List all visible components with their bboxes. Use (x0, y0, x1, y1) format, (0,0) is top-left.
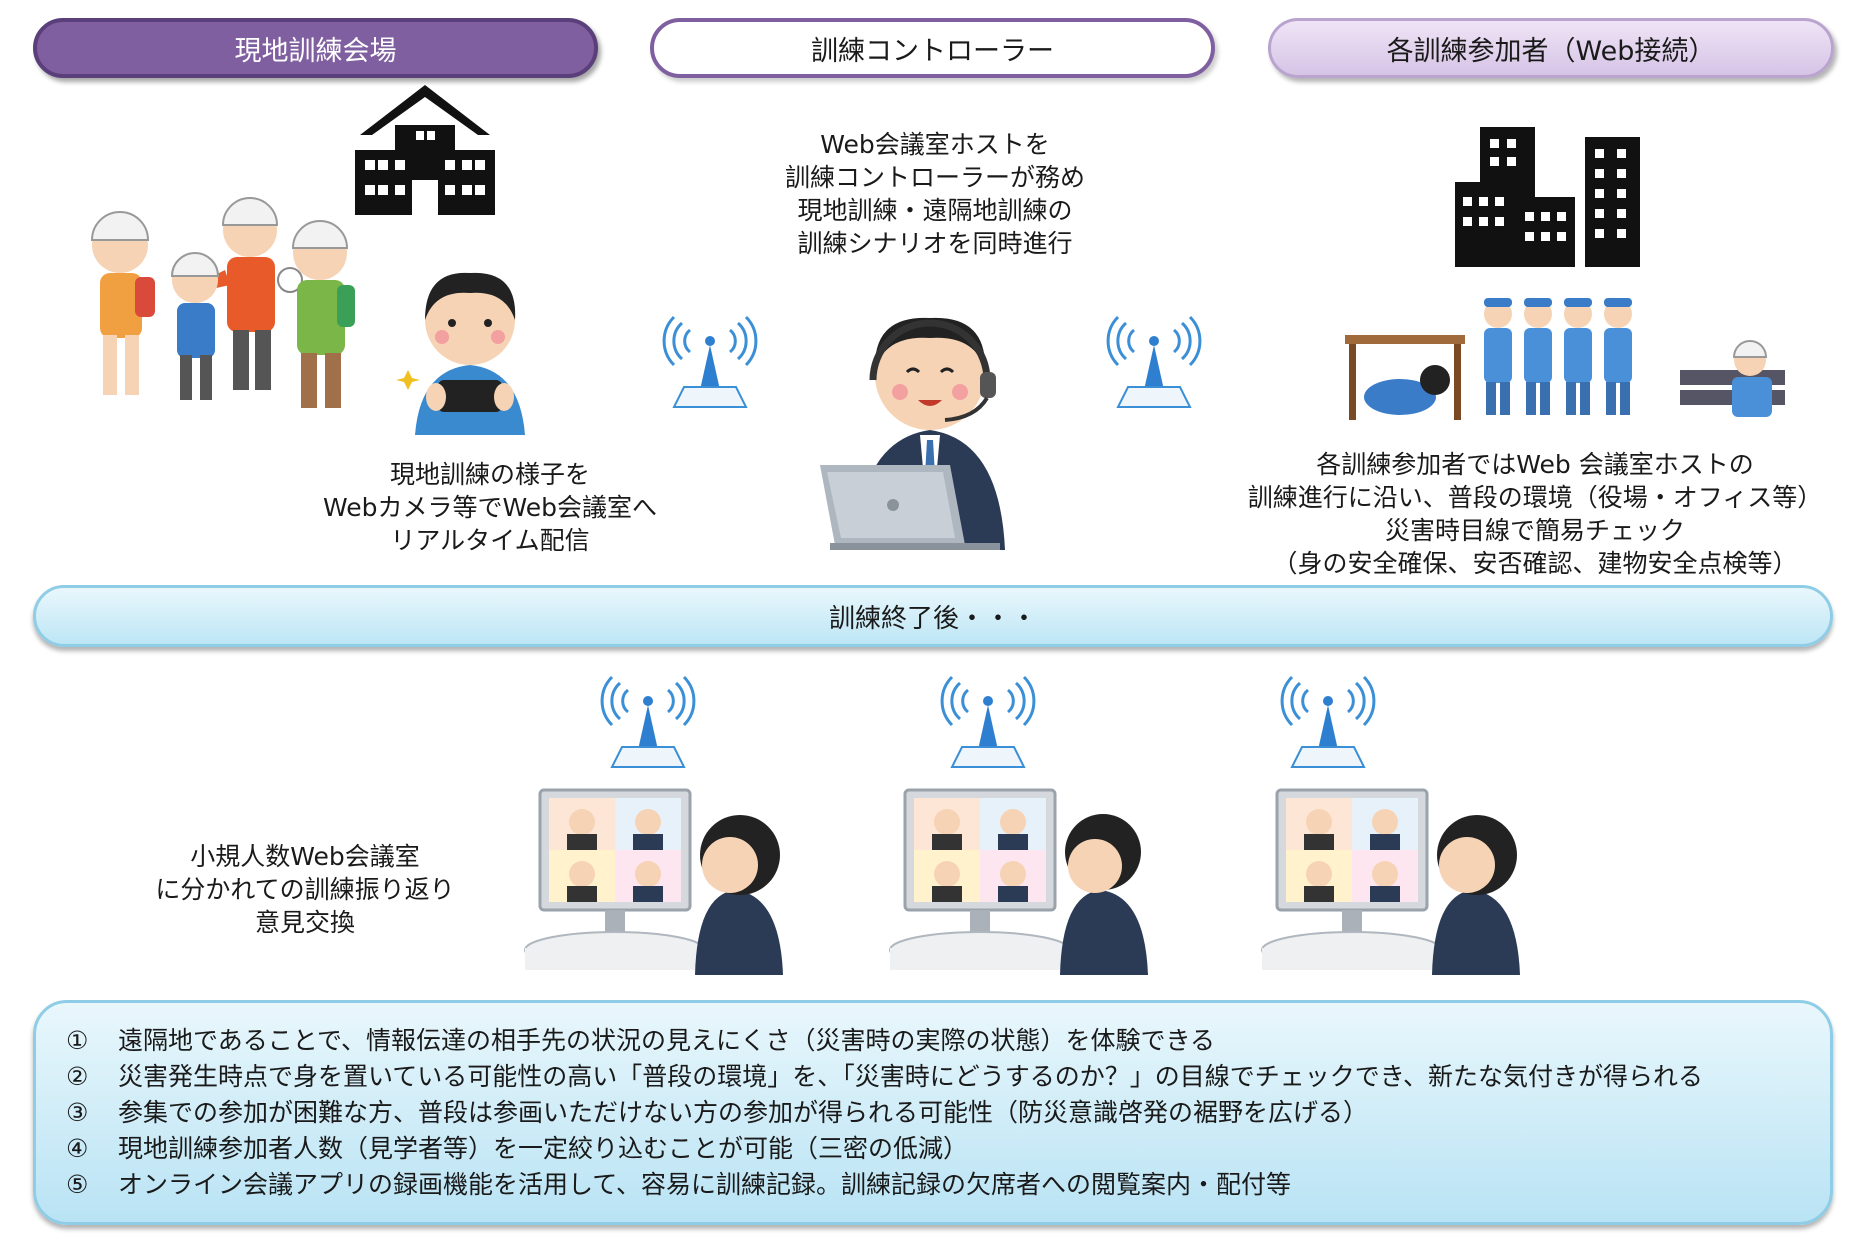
wifi-icon-breakout-1 (600, 675, 696, 768)
benefit-item: ⑤ オンライン会議アプリの録画機能を活用して、容易に訓練記録。訓練記録の欠席者へ… (66, 1167, 1830, 1203)
video-conference-terminal-1 (524, 788, 783, 975)
video-conference-terminal-2 (889, 788, 1148, 975)
wifi-icon-participant-side (1106, 315, 1202, 408)
header-controller-label: 訓練コントローラー (811, 35, 1054, 67)
person-under-desk-icon (1345, 335, 1465, 420)
site-line: 現地訓練の様子を (389, 460, 590, 489)
worker-group-icon (1484, 298, 1632, 415)
site-line: リアルタイム配信 (390, 526, 590, 555)
benefit-item: ④ 現地訓練参加者人数（見学者等）を一定絞り込むことが可能（三密の低減） (66, 1131, 1830, 1167)
benefit-number: ① (66, 1026, 89, 1055)
after-training-banner: 訓練終了後・・・ (33, 585, 1833, 647)
wifi-icon-site-side (662, 315, 758, 408)
controller-line: 訓練コントローラーが務め (784, 163, 1085, 192)
benefit-item: ③ 参集での参加が困難な方、普段は参画いただけない方の参加が得られる可能性（防災… (66, 1095, 1830, 1131)
breakout-line: 小規人数Web会議室 (190, 842, 420, 871)
benefit-text: 遠隔地であることで、情報伝達の相手先の状況の見えにくさ（災害時の実際の状態）を体… (118, 1026, 1216, 1055)
participants-line: 訓練進行に沿い、普段の環境（役場・オフィス等） (1247, 483, 1823, 512)
benefit-text: オンライン会議アプリの録画機能を活用して、容易に訓練記録。訓練記録の欠席者への閲… (118, 1170, 1292, 1199)
header-participants-label: 各訓練参加者（Web接続） (1386, 35, 1716, 67)
evacuation-group-icon (90, 197, 355, 408)
benefit-text: 参集での参加が困難な方、普段は参画いただけない方の参加が得られる可能性（防災意識… (118, 1098, 1369, 1127)
participants-line: （身の安全確保、安否確認、建物安全点検等） (1272, 549, 1798, 578)
wifi-icon-breakout-3 (1280, 675, 1376, 768)
header-site: 現地訓練会場 (33, 18, 598, 78)
participants-description: 各訓練参加者ではWeb 会議室ホストの 訓練進行に沿い、普段の環境（役場・オフィ… (1235, 448, 1835, 580)
inspection-worker-icon (1680, 340, 1785, 417)
benefit-number: ④ (66, 1134, 89, 1163)
controller-line: 現地訓練・遠隔地訓練の (797, 196, 1073, 225)
breakout-line: 意見交換 (254, 908, 355, 937)
benefit-text: 現地訓練参加者人数（見学者等）を一定絞り込むことが可能（三密の低減） (118, 1134, 969, 1163)
benefit-item: ② 災害発生時点で身を置いている可能性の高い「普段の環境」を、「災害時にどうする… (66, 1059, 1830, 1095)
benefit-item: ① 遠隔地であることで、情報伝達の相手先の状況の見えにくさ（災害時の実際の状態）… (66, 1023, 1830, 1059)
benefit-text: 災害発生時点で身を置いている可能性の高い「普段の環境」を、「災害時にどうするのか… (118, 1062, 1704, 1091)
breakout-line: に分かれての訓練振り返り (155, 875, 455, 904)
controller-line: Web会議室ホストを (820, 130, 1050, 159)
person-with-phone-icon (396, 272, 525, 435)
wifi-icon-breakout-2 (940, 675, 1036, 768)
participants-line: 災害時目線で簡易チェック (1384, 516, 1685, 545)
controller-description: Web会議室ホストを 訓練コントローラーが務め 現地訓練・遠隔地訓練の 訓練シナ… (725, 128, 1145, 260)
header-controller: 訓練コントローラー (650, 18, 1215, 78)
video-conference-terminal-3 (1261, 788, 1520, 975)
controller-operator-icon (820, 317, 1005, 550)
header-participants: 各訓練参加者（Web接続） (1268, 18, 1834, 78)
school-building-icon (355, 85, 495, 215)
site-description: 現地訓練の様子を Webカメラ等でWeb会議室へ リアルタイム配信 (275, 458, 705, 557)
benefits-summary-box: ① 遠隔地であることで、情報伝達の相手先の状況の見えにくさ（災害時の実際の状態）… (33, 1000, 1833, 1225)
site-line: Webカメラ等でWeb会議室へ (322, 493, 657, 522)
office-buildings-icon (1455, 127, 1640, 267)
benefit-number: ② (66, 1062, 89, 1091)
benefit-number: ⑤ (66, 1170, 89, 1199)
header-site-label: 現地訓練会場 (234, 35, 397, 67)
benefit-number: ③ (66, 1098, 89, 1127)
controller-line: 訓練シナリオを同時進行 (797, 229, 1073, 258)
after-training-label: 訓練終了後・・・ (828, 603, 1037, 634)
breakout-description: 小規人数Web会議室 に分かれての訓練振り返り 意見交換 (140, 840, 470, 939)
participants-line: 各訓練参加者ではWeb 会議室ホストの (1316, 450, 1754, 479)
